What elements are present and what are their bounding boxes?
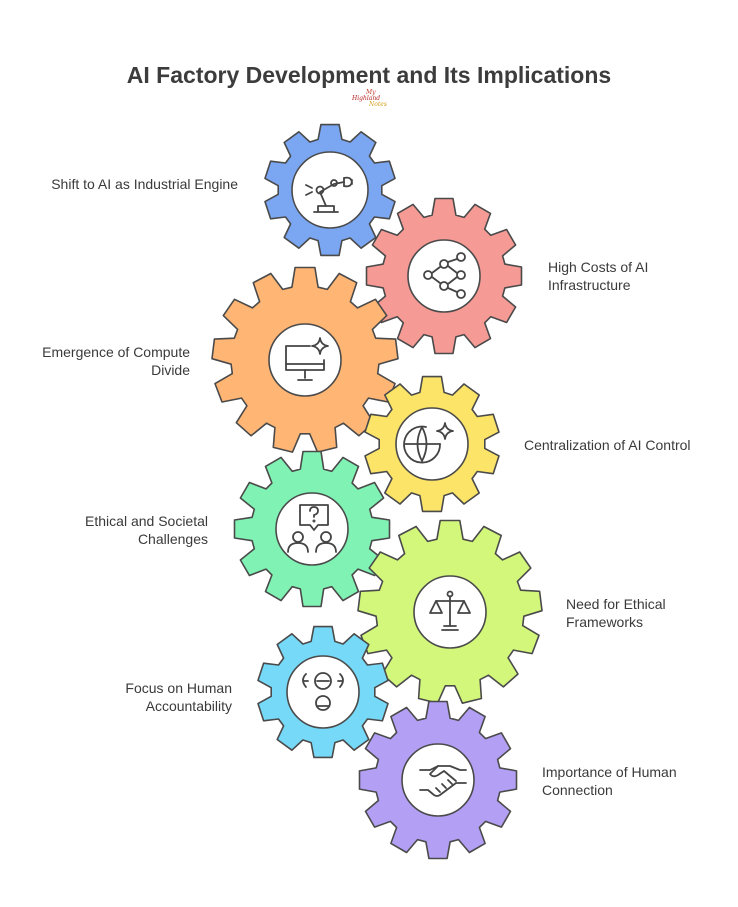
logo: My Highland Notes <box>352 89 387 108</box>
label-centralization: Centralization of AI Control <box>524 437 691 453</box>
label-human-accountability: Focus on Human Accountability <box>125 680 232 714</box>
gear-center <box>291 151 369 229</box>
gear-2 <box>365 197 523 355</box>
gear-7 <box>257 625 389 759</box>
gear-center <box>268 323 342 397</box>
label-shift-to-ai: Shift to AI as Industrial Engine <box>51 176 238 192</box>
handshake-icon <box>419 765 467 797</box>
scales-icon <box>429 590 471 631</box>
gear-8 <box>358 700 518 860</box>
label-compute-divide: Emergence of Compute Divide <box>42 344 190 378</box>
monitor-sparkle-icon <box>285 337 329 381</box>
gear-center <box>286 655 360 729</box>
gear-center <box>401 743 475 817</box>
gear-1 <box>264 123 396 257</box>
people-question-icon <box>287 504 337 553</box>
globe-sparkle-icon <box>403 422 454 464</box>
person-thinking-icon <box>302 672 344 711</box>
gear-5 <box>233 450 391 608</box>
label-ethical-challenges: Ethical and Societal Challenges <box>85 513 208 547</box>
robot-arm-icon <box>305 176 353 213</box>
gear-center <box>275 492 349 566</box>
network-icon <box>423 252 466 299</box>
page-title: AI Factory Development and Its Implicati… <box>126 62 612 88</box>
label-human-connection: Importance of Human Connection <box>542 764 677 798</box>
gear-center <box>407 239 481 313</box>
label-high-costs: High Costs of AI Infrastructure <box>548 259 649 293</box>
label-ethical-frameworks: Need for Ethical Frameworks <box>566 596 666 630</box>
